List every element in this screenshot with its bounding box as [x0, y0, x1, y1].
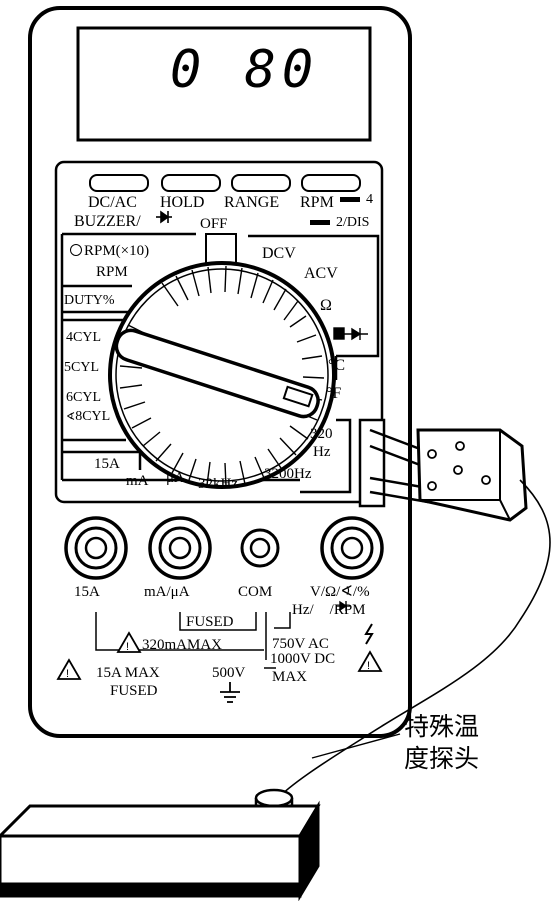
buzzer-label: BUZZER/	[74, 213, 141, 230]
circle-icon	[70, 244, 82, 256]
max320-label: 320mAMAX	[142, 637, 223, 653]
ua-dial-label: μA	[166, 470, 185, 486]
dcac-button[interactable]	[89, 174, 149, 192]
degf-label: °F	[326, 385, 342, 402]
rpm-x10-label: RPM(×10)	[70, 244, 149, 259]
diode-icon	[156, 210, 172, 224]
dcac-label: DC/AC	[88, 194, 137, 211]
left-scale-frame	[60, 232, 300, 482]
cyl4-label: 4CYL	[66, 330, 101, 345]
warning-icon: ! ! !	[56, 631, 383, 680]
probe-connector	[358, 418, 528, 522]
hz320-label: 320	[310, 426, 333, 442]
rpm-tail-text: /RPM	[329, 602, 366, 618]
control-panel	[54, 160, 384, 504]
jack-15a[interactable]	[64, 516, 128, 580]
jack-15a-label: 15A	[74, 584, 100, 600]
max-label: MAX	[272, 669, 308, 685]
jack-com-label: COM	[238, 584, 273, 600]
angle-icon: ∢	[66, 411, 76, 423]
v500-label: 500V	[212, 665, 246, 681]
rpm-4-label: 4	[366, 192, 373, 207]
cyl8-text: 8CYL	[75, 409, 111, 424]
svg-text:!: !	[367, 660, 370, 672]
callout-leader	[311, 733, 401, 759]
jack-v-ohm-label: V/Ω/∢/%	[310, 585, 370, 600]
v750ac-label: 750V AC	[272, 636, 329, 652]
ohm-label: Ω	[320, 297, 332, 314]
rpm-label: RPM	[96, 264, 128, 280]
lcd-reading: 0 80	[170, 40, 320, 100]
angle-icon: ∢	[340, 584, 353, 600]
cyl5-label: 5CYL	[64, 360, 99, 375]
percent-text: /%	[352, 584, 370, 600]
hz-text: Hz/	[292, 602, 314, 618]
diode-icon	[333, 327, 368, 341]
cyl8-label: ∢8CYL	[66, 410, 110, 424]
khz32-label: 32kHz	[198, 476, 238, 492]
callout-line2: 度探头	[404, 744, 480, 773]
callout-line1: 特殊温	[404, 712, 480, 741]
fused-label: FUSED	[186, 614, 234, 630]
rpm-x10-text: RPM(×10)	[84, 243, 150, 259]
hold-button[interactable]	[161, 174, 221, 192]
cyl6-label: 6CYL	[66, 390, 101, 405]
lcd-frame	[76, 26, 372, 142]
right-scale-frame	[248, 234, 380, 380]
dis-label: 2/DIS	[336, 215, 370, 230]
ma-dial-label: mA	[126, 473, 149, 489]
dial-inner-ring	[115, 268, 329, 482]
ground-icon	[220, 682, 240, 703]
diode-icon	[336, 600, 350, 612]
jack-ma-ua[interactable]	[148, 516, 212, 580]
hz-label: Hz	[313, 444, 331, 460]
svg-text:!: !	[66, 668, 69, 680]
hz3200-label: 3200Hz	[264, 466, 312, 482]
hold-label: HOLD	[160, 194, 205, 211]
off-label: OFF	[200, 216, 228, 232]
jack-v-ohm[interactable]	[320, 516, 384, 580]
acv-label: ACV	[304, 265, 338, 282]
v-ohm-text: V/Ω/	[310, 584, 341, 600]
rpm-button-label: RPM	[300, 194, 334, 211]
range-button[interactable]	[231, 174, 291, 192]
duty-label: DUTY%	[64, 293, 115, 308]
degc-label: °C	[328, 357, 346, 374]
dial-pointer[interactable]	[113, 327, 322, 420]
rpm-mark	[340, 197, 360, 202]
jack-com[interactable]	[240, 528, 280, 568]
a15-dial-label: 15A	[94, 456, 120, 472]
test-block	[0, 800, 321, 901]
jack-brackets	[95, 612, 291, 669]
rpm-button[interactable]	[301, 174, 361, 192]
hz-rpm-label: Hz/ /RPM	[292, 603, 366, 618]
a15max-label: 15A MAX	[96, 665, 160, 681]
range-label: RANGE	[224, 194, 280, 211]
jack-ma-ua-label: mA/μA	[144, 584, 190, 600]
svg-text:!: !	[126, 641, 129, 653]
dis-mark	[310, 220, 330, 225]
fused2-label: FUSED	[110, 683, 158, 699]
hz-scale-frame	[300, 418, 352, 494]
probe-wire	[275, 479, 551, 801]
v1000dc-label: 1000V DC	[270, 651, 336, 667]
dcv-label: DCV	[262, 245, 296, 262]
lightning-icon	[364, 623, 374, 645]
